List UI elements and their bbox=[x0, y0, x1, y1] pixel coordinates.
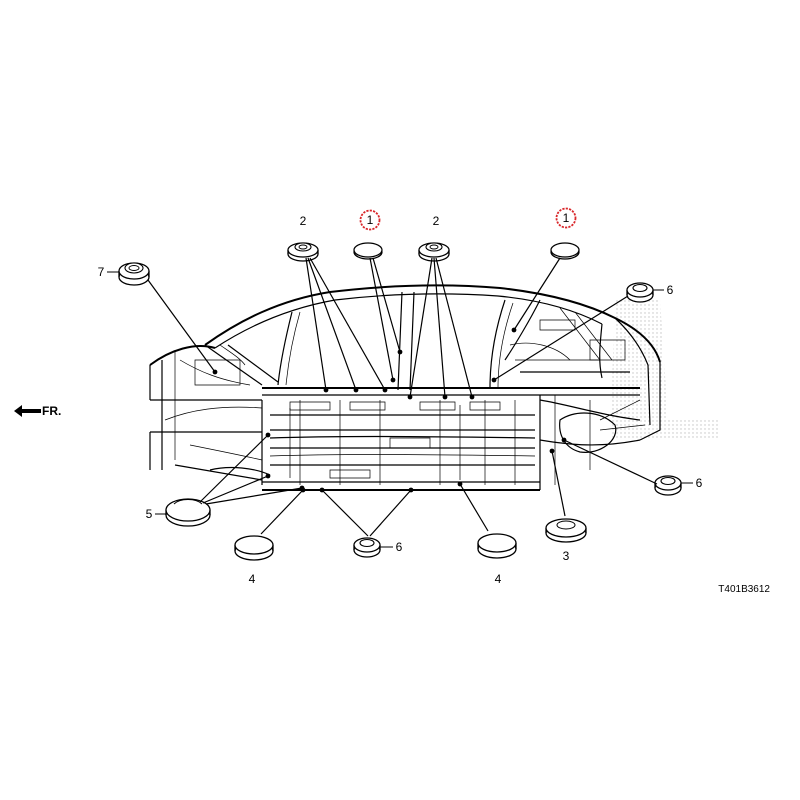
callout-4-left: 4 bbox=[249, 572, 256, 586]
callout-labels: 2 1 2 1 7 6 6 5 6 4 4 3 bbox=[98, 211, 703, 586]
plug-1-left-icon bbox=[353, 242, 383, 260]
front-label: FR. bbox=[42, 404, 61, 418]
plug-1-right-icon bbox=[550, 242, 580, 260]
callout-4-right: 4 bbox=[495, 572, 502, 586]
grommet-2-right-icon bbox=[418, 242, 450, 262]
grommet-6-bottom-icon bbox=[353, 537, 381, 558]
front-direction-arrow: FR. bbox=[14, 404, 61, 418]
callout-6-upper: 6 bbox=[667, 283, 674, 297]
callout-5: 5 bbox=[146, 507, 153, 521]
label-connectors bbox=[107, 271, 693, 548]
callout-7: 7 bbox=[98, 265, 105, 279]
grommet-3-icon bbox=[545, 518, 587, 543]
plug-4-left-icon bbox=[234, 535, 274, 561]
grommet-6-lower-icon bbox=[654, 475, 682, 496]
callout-3: 3 bbox=[563, 549, 570, 563]
grommet-7-icon bbox=[118, 262, 150, 286]
callout-6-lower: 6 bbox=[696, 476, 703, 490]
callout-1-left: 1 bbox=[367, 213, 374, 227]
grommet-2-left-icon bbox=[287, 242, 319, 262]
highlight-circle-1-right bbox=[555, 207, 577, 229]
callout-2-right: 2 bbox=[433, 214, 440, 228]
watermark bbox=[610, 300, 720, 440]
highlight-markers bbox=[359, 207, 577, 231]
leader-lines bbox=[147, 257, 658, 537]
callout-6-bottom: 6 bbox=[396, 540, 403, 554]
grommet-6-upper-icon bbox=[626, 282, 654, 303]
highlight-circle-1-left bbox=[359, 209, 381, 231]
diagram-code: T401B3612 bbox=[718, 584, 770, 595]
callout-1-right: 1 bbox=[563, 211, 570, 225]
car-body-outline bbox=[149, 284, 661, 491]
plug-4-right-icon bbox=[477, 533, 517, 559]
leader-endpoint-dots bbox=[212, 327, 567, 493]
callout-2-left: 2 bbox=[300, 214, 307, 228]
front-arrow-icon bbox=[14, 405, 41, 417]
grommet-5-icon bbox=[165, 498, 211, 527]
